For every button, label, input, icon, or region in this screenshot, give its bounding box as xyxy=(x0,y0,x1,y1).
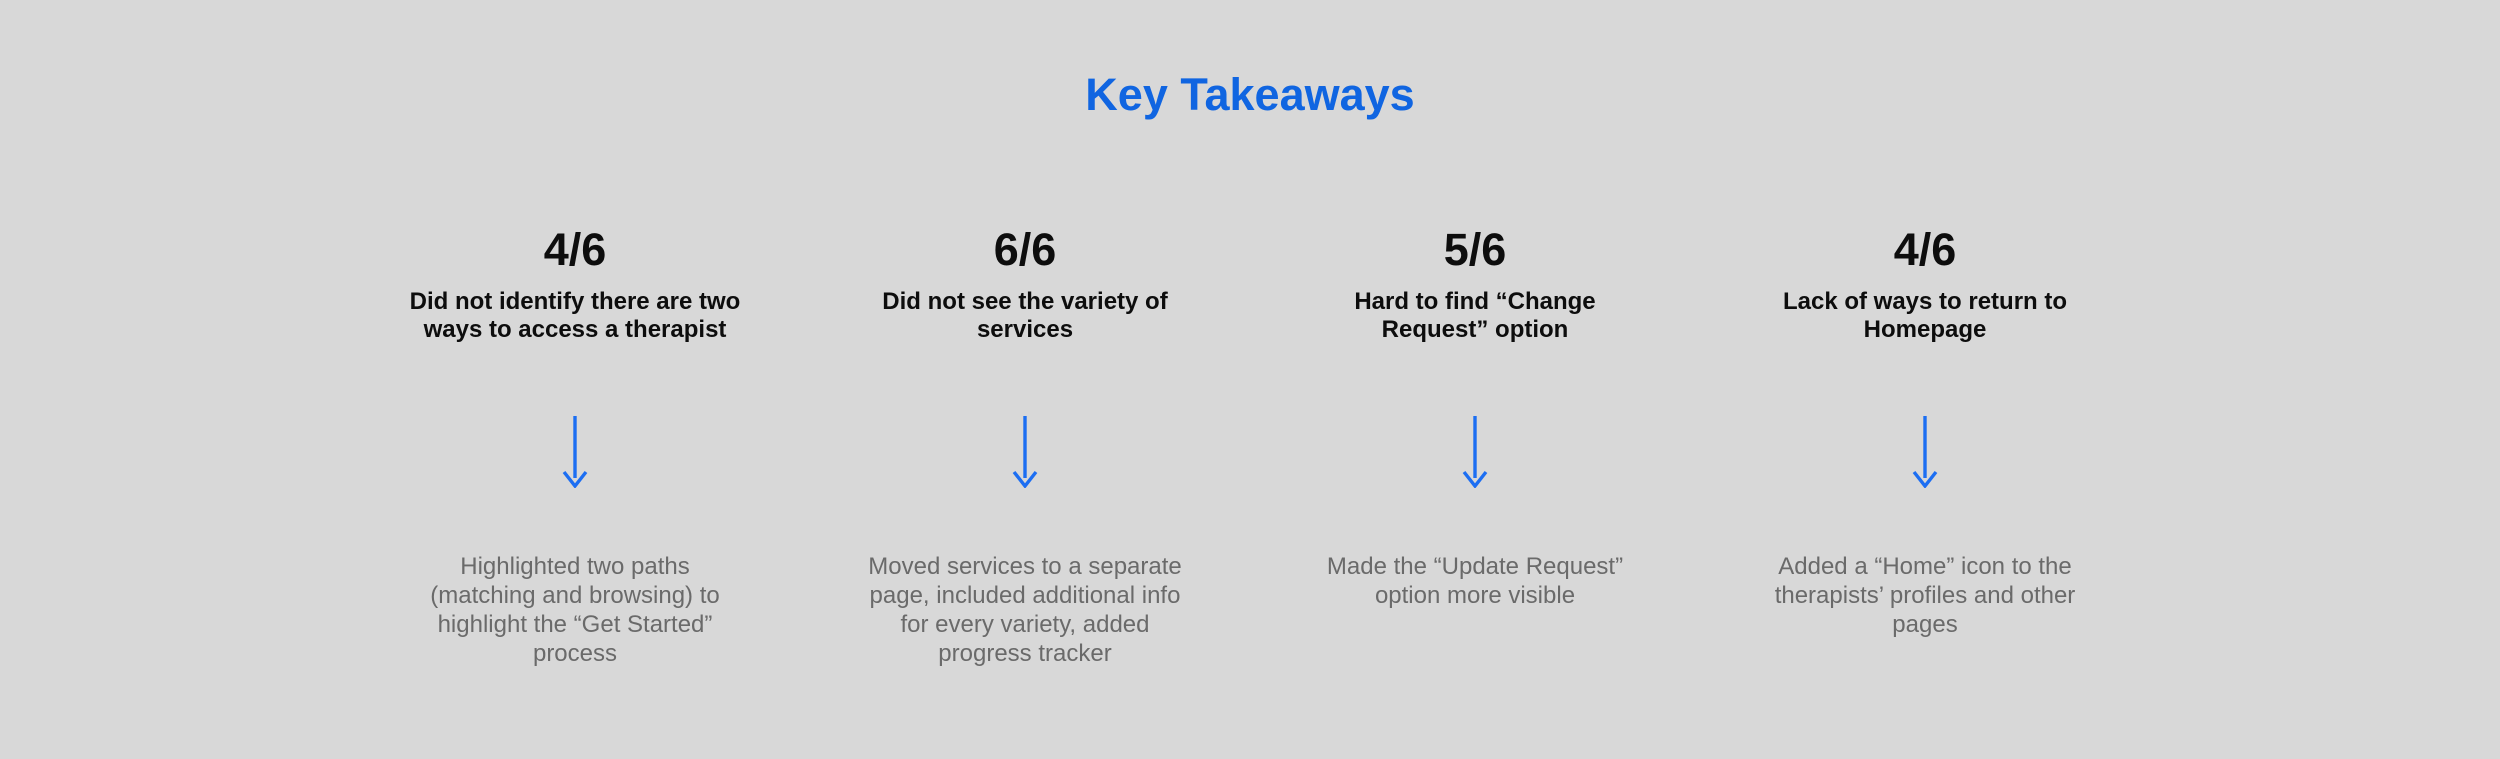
solution-text: Moved services to a separate page, inclu… xyxy=(868,553,1182,667)
score-stat: 5/6 xyxy=(1443,224,1507,275)
arrow-down-icon xyxy=(560,415,590,488)
finding-heading: Did not see the variety of services xyxy=(882,288,1168,343)
takeaway-column-1: 4/6 Did not identify there are two ways … xyxy=(350,224,800,668)
arrow-down-icon xyxy=(1010,415,1040,488)
arrow-down-icon xyxy=(1910,415,1940,488)
score-stat: 4/6 xyxy=(543,224,607,275)
takeaway-column-3: 5/6 Hard to find “Change Request” option… xyxy=(1250,224,1700,668)
solution-text: Made the “Update Request” option more vi… xyxy=(1326,553,1624,609)
score-stat: 4/6 xyxy=(1893,224,1957,275)
finding-heading: Did not identify there are two ways to a… xyxy=(409,288,741,343)
solution-text: Added a “Home” icon to the therapists’ p… xyxy=(1774,553,2076,638)
arrow-down-icon xyxy=(1460,415,1490,488)
takeaways-row: 4/6 Did not identify there are two ways … xyxy=(350,224,2150,668)
solution-text: Highlighted two paths (matching and brow… xyxy=(430,553,720,667)
finding-heading: Hard to find “Change Request” option xyxy=(1354,288,1596,343)
takeaway-column-2: 6/6 Did not see the variety of services … xyxy=(800,224,1250,668)
score-stat: 6/6 xyxy=(993,224,1057,275)
finding-heading: Lack of ways to return to Homepage xyxy=(1782,288,2068,343)
slide-title: Key Takeaways xyxy=(1085,69,1415,120)
takeaway-column-4: 4/6 Lack of ways to return to Homepage A… xyxy=(1700,224,2150,668)
